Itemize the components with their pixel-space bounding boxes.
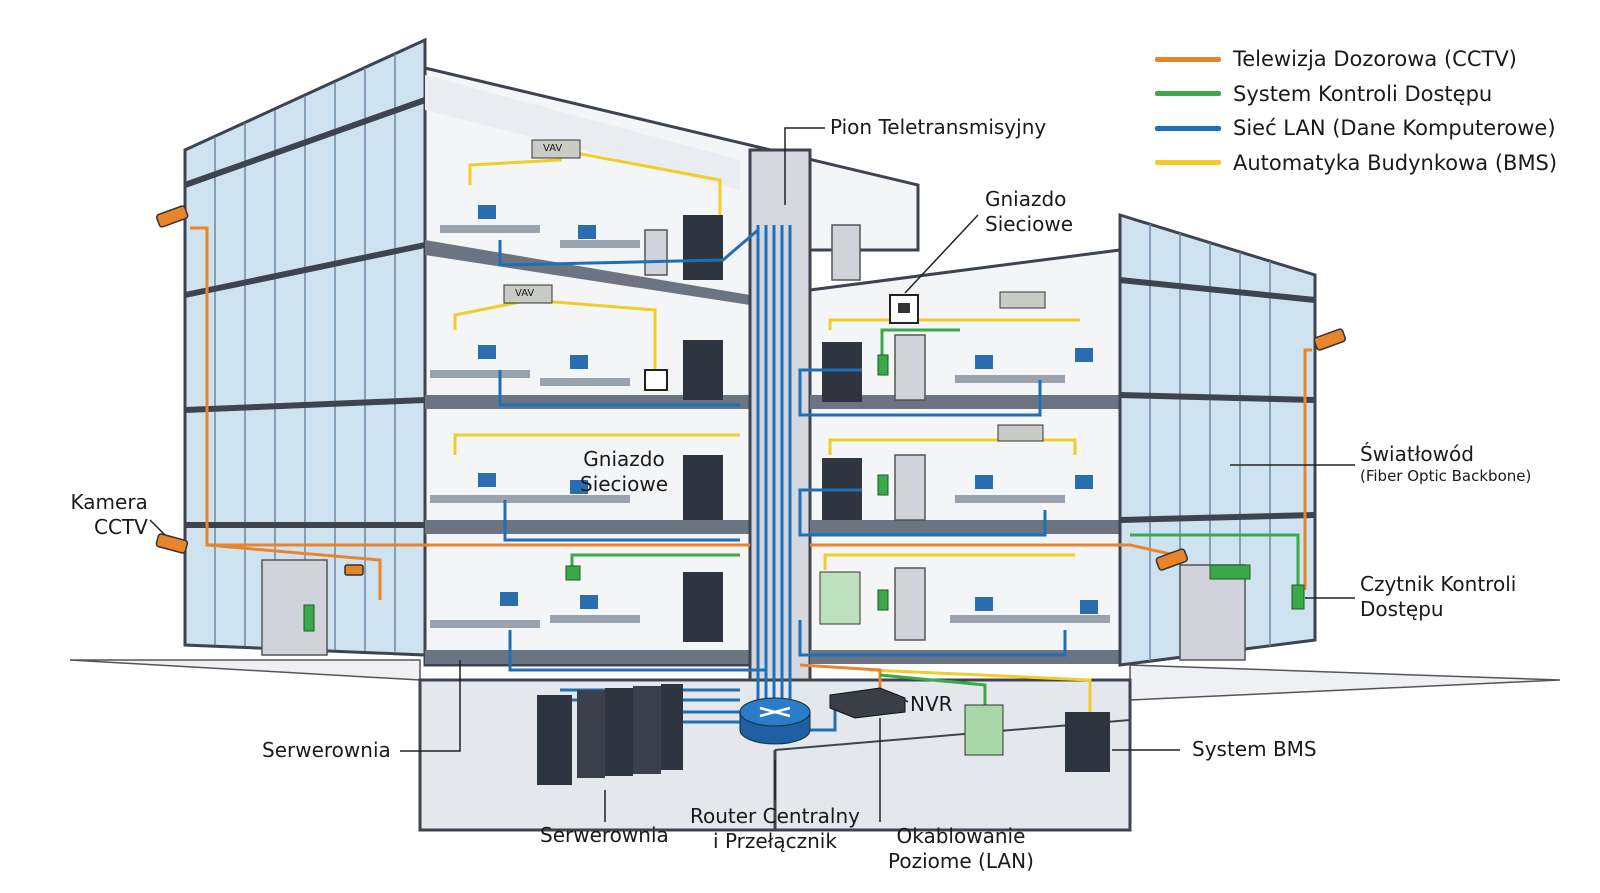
server-room-racks (537, 684, 683, 785)
label-line: CCTV (94, 515, 148, 539)
legend-swatch (1155, 160, 1221, 166)
label-vav-mid: VAV (515, 288, 535, 299)
label-line: Poziome (LAN) (888, 849, 1034, 873)
label-line: Światłowód (1360, 442, 1474, 466)
legend-label: Sieć LAN (Dane Komputerowe) (1233, 116, 1556, 141)
floor-server-racks (683, 215, 862, 642)
label-line: Sieciowe (985, 212, 1074, 236)
monitors (478, 205, 1098, 614)
cctv-cameras (155, 205, 1347, 576)
access-readers (303, 354, 1305, 632)
access-controller (964, 704, 1004, 756)
legend-item-lan: Sieć LAN (Dane Komputerowe) (1155, 111, 1557, 146)
label-line: Dostępu (1360, 597, 1444, 621)
workstations (430, 225, 1110, 628)
bms-server (1065, 712, 1110, 772)
glass-mullions (214, 54, 396, 653)
network-socket-mid (644, 369, 668, 391)
label-line: Router Centralny (690, 804, 860, 828)
central-router (739, 697, 811, 745)
legend-swatch (1155, 91, 1221, 97)
label-server-room-bottom: Serwerownia (540, 823, 669, 847)
label-line: i Przełącznik (713, 829, 837, 853)
label-vav-top: VAV (543, 143, 563, 154)
label-line: Czytnik Kontroli (1360, 572, 1517, 596)
vav-box-top (531, 139, 581, 159)
legend-label: Telewizja Dozorowa (CCTV) (1233, 47, 1517, 72)
label-line: Okablowanie (896, 824, 1026, 848)
leader-lines (149, 127, 1355, 822)
legend-item-cctv: Telewizja Dozorowa (CCTV) (1155, 42, 1557, 77)
label-fiber: Światłowód(Fiber Optic Backbone) (1360, 442, 1531, 485)
legend-item-access: System Kontroli Dostępu (1155, 77, 1557, 112)
legend-swatch (1155, 56, 1221, 62)
label-line: Gniazdo (583, 447, 665, 471)
label-line: Kamera (70, 490, 148, 514)
legend-label: System Kontroli Dostępu (1233, 81, 1493, 106)
label-riser: Pion Teletransmisyjny (830, 115, 1047, 139)
vav-box-mid (503, 284, 553, 304)
label-subline: (Fiber Optic Backbone) (1360, 467, 1532, 485)
bms-panel (819, 571, 861, 625)
nvr-device (829, 687, 906, 719)
label-server-room-left: Serwerownia (262, 738, 391, 762)
legend-label: Automatyka Budynkowa (BMS) (1233, 150, 1558, 175)
legend-swatch (1155, 125, 1221, 131)
label-bms: System BMS (1192, 737, 1317, 761)
label-line: Gniazdo (985, 187, 1067, 211)
access-cables (570, 328, 1300, 710)
label-nvr: NVR (910, 692, 953, 716)
label-line: Sieciowe (580, 472, 669, 496)
legend: Telewizja Dozorowa (CCTV) System Kontrol… (1155, 42, 1557, 180)
cctv-cables (190, 226, 1312, 700)
left-floor-slabs (183, 97, 427, 528)
legend-item-bms: Automatyka Budynkowa (BMS) (1155, 146, 1557, 181)
